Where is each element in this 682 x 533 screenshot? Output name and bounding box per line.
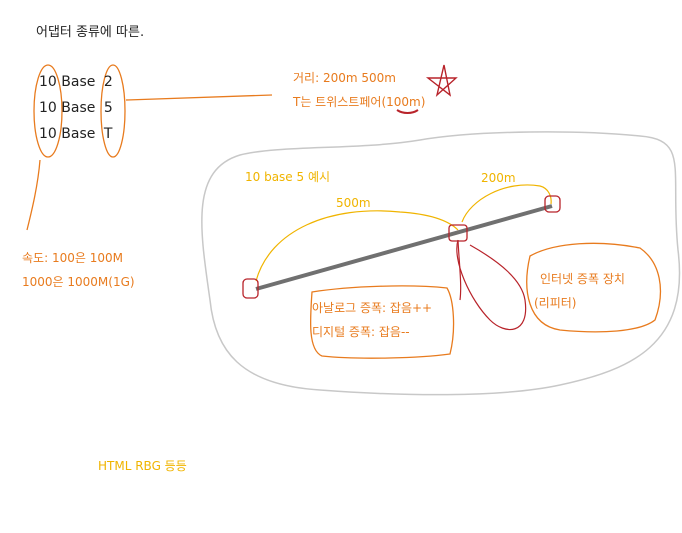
twisted-pair-label: T는 트위스트페어	[293, 95, 382, 109]
footer-note: HTML RBG 등등	[98, 459, 187, 473]
standard-base: Base	[61, 74, 96, 90]
underline-mark	[396, 109, 419, 114]
standard-row: 10 Base T	[39, 126, 112, 142]
repeater-stem	[457, 239, 462, 301]
standard-suffix: 5	[103, 100, 113, 116]
standard-row: 10 Base 5	[39, 100, 113, 116]
distance-label-500m: 500m	[336, 196, 371, 210]
digital-amp-note: 디지털 증폭: 잡음--	[312, 325, 410, 339]
standard-row: 10 Base 2	[39, 74, 113, 90]
terminator-right	[544, 195, 561, 213]
terminator-left	[242, 278, 259, 299]
standard-num: 10	[39, 100, 57, 116]
speed-connector	[26, 159, 41, 231]
arc-200m	[461, 184, 552, 223]
distance-note: 거리: 200m 500m	[293, 71, 396, 85]
standard-suffix: T	[103, 126, 113, 142]
connector-line	[125, 94, 273, 101]
num-column-oval	[33, 64, 63, 158]
standard-base: Base	[61, 100, 96, 116]
twisted-pair-distance: (100m)	[381, 95, 426, 109]
twisted-pair-note: T는 트위스트페어(100m)	[293, 95, 425, 109]
arc-500m	[255, 210, 459, 282]
repeater-note-2: (리피터)	[534, 296, 577, 310]
star-icon	[425, 64, 458, 97]
standard-base: Base	[61, 126, 96, 142]
repeater-curve	[456, 239, 527, 331]
speed-note-2: 1000은 1000M(1G)	[22, 275, 135, 289]
standard-suffix: 2	[103, 74, 113, 90]
analog-amp-note: 아날로그 증폭: 잡음++	[312, 301, 433, 315]
distance-label-200m: 200m	[481, 171, 516, 185]
standard-num: 10	[39, 126, 57, 142]
repeater-box	[526, 242, 662, 333]
page-title: 어댑터 종류에 따른.	[36, 25, 145, 40]
amp-box	[309, 285, 455, 359]
cloud-outline	[201, 131, 681, 396]
standard-num: 10	[39, 74, 57, 90]
repeater-note-1: 인터넷 증폭 장치	[540, 272, 625, 286]
example-title: 10 base 5 예시	[245, 170, 331, 184]
speed-note-1: 속도: 100은 100M	[22, 251, 123, 265]
suffix-column-oval	[100, 64, 126, 158]
coax-cable	[255, 204, 553, 291]
